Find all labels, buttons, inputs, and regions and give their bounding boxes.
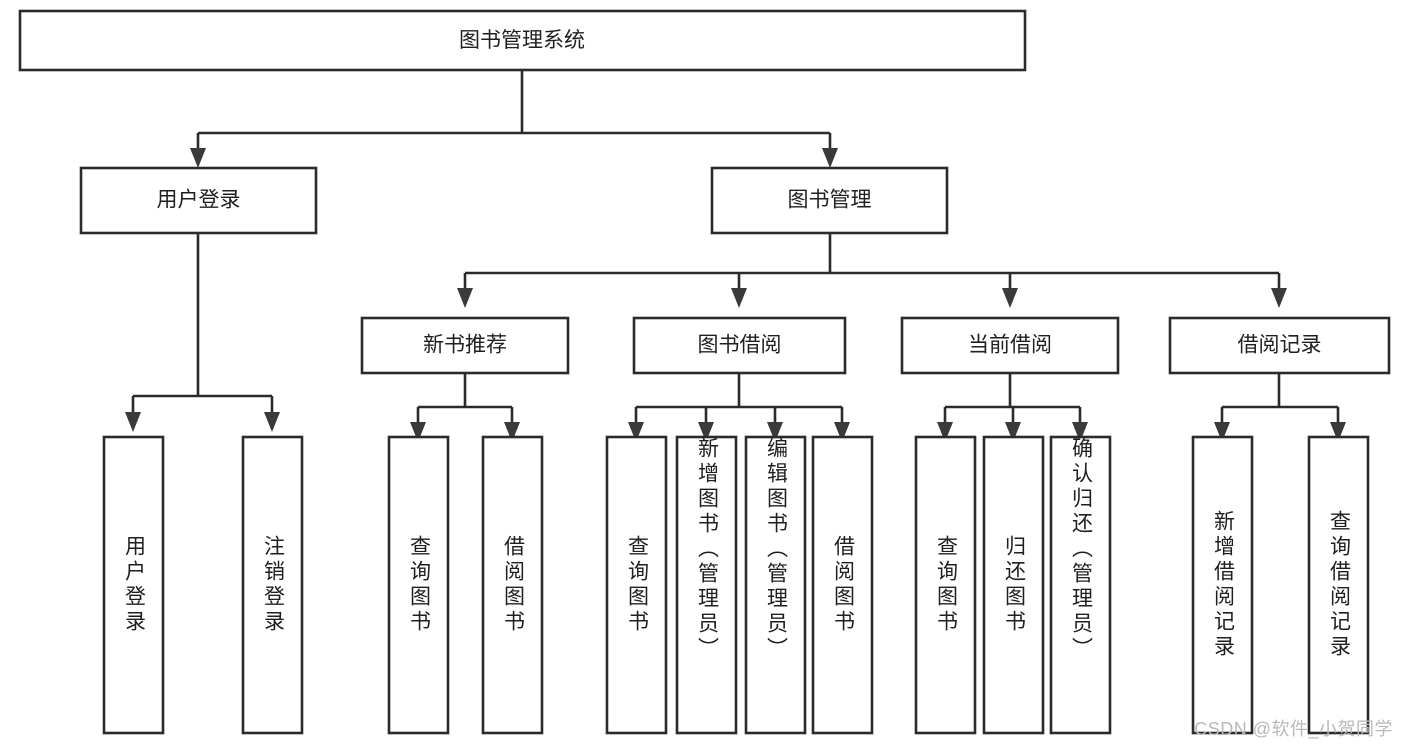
leaf-box-query-book-borrow[interactable] bbox=[605, 435, 668, 735]
node-book-borrow-label: 图书借阅 bbox=[698, 334, 782, 357]
leaf-box-query-book-current[interactable] bbox=[914, 435, 977, 735]
node-borrow-record-label: 借阅记录 bbox=[1238, 334, 1322, 357]
connector-group-bookmgmt-to-level3 bbox=[463, 233, 1281, 292]
node-current-borrow[interactable] bbox=[900, 316, 1120, 375]
node-book-management[interactable] bbox=[710, 166, 949, 235]
node-new-book-recommend-label: 新书推荐 bbox=[423, 334, 507, 357]
node-new-book-recommend[interactable] bbox=[360, 316, 570, 375]
node-user-login-label: 用户登录 bbox=[157, 189, 241, 212]
arrow-heads bbox=[125, 148, 1346, 442]
leaf-box-edit-book-admin[interactable] bbox=[744, 435, 807, 735]
watermark-text: CSDN @软件_小贺同学 bbox=[1194, 719, 1393, 739]
node-book-management-label: 图书管理 bbox=[788, 189, 872, 212]
connector-group-borrow-to-leaves bbox=[634, 373, 844, 426]
node-current-borrow-label: 当前借阅 bbox=[968, 334, 1052, 357]
node-book-borrow[interactable] bbox=[632, 316, 847, 375]
leaf-box-add-book-admin[interactable] bbox=[675, 435, 738, 735]
node-root-system[interactable] bbox=[18, 9, 1027, 72]
node-root-system-label: 图书管理系统 bbox=[459, 29, 585, 52]
leaf-box-borrow-book-recommend[interactable] bbox=[481, 435, 544, 735]
leaf-box-return-book[interactable] bbox=[982, 435, 1045, 735]
leaf-box-query-borrow-record[interactable] bbox=[1307, 435, 1370, 735]
connector-group-newbook-to-leaves bbox=[416, 373, 514, 426]
leaf-box-borrow-book[interactable] bbox=[811, 435, 874, 735]
leaf-box-add-borrow-record[interactable] bbox=[1191, 435, 1254, 735]
leaf-box-confirm-return-admin[interactable] bbox=[1049, 435, 1112, 735]
leaf-box-query-book-recommend[interactable] bbox=[387, 435, 450, 735]
node-borrow-record[interactable] bbox=[1168, 316, 1391, 375]
leaf-box-user-login[interactable] bbox=[102, 435, 165, 735]
connector-group-root-to-level2 bbox=[196, 70, 832, 152]
connector-group-record-to-leaves bbox=[1220, 373, 1340, 426]
node-user-login[interactable] bbox=[79, 166, 318, 235]
connector-group-current-to-leaves bbox=[943, 373, 1082, 426]
connector-group-booklogin-to-leaves bbox=[131, 233, 274, 415]
leaf-box-user-logout[interactable] bbox=[241, 435, 304, 735]
